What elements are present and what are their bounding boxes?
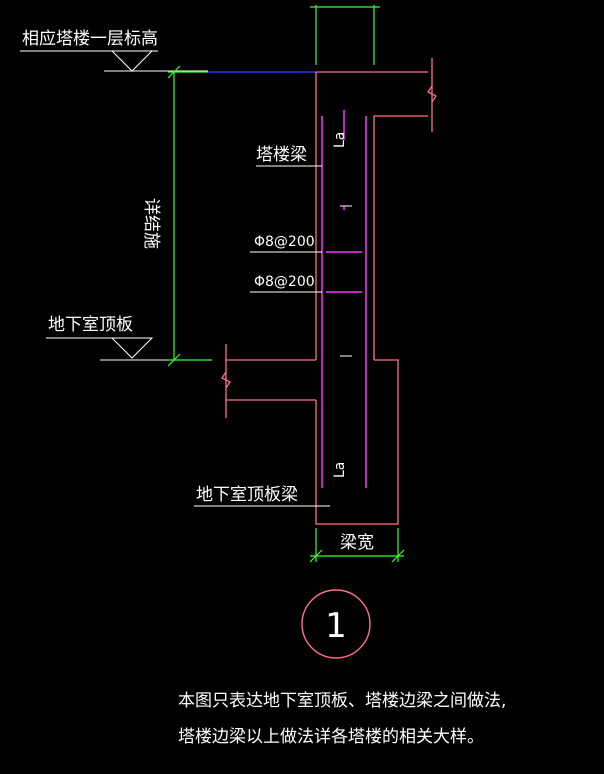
la-lower-label: La	[332, 462, 348, 478]
top-width-dimension	[310, 5, 380, 65]
height-dimension	[167, 65, 212, 367]
level-triangle-icon	[110, 50, 154, 72]
basement-roof-label: 地下室顶板	[48, 315, 133, 335]
level-triangle-icon	[110, 337, 154, 359]
stirrup-label-1: Φ8@200	[254, 234, 315, 250]
note-line-2: 塔楼边梁以上做法详各塔楼的相关大样。	[178, 727, 484, 747]
tower-beam-label: 塔楼梁	[256, 145, 307, 165]
height-dim-label: 详结施	[141, 198, 161, 249]
basement-roof-marker: 地下室顶板	[46, 315, 168, 361]
rebar	[321, 110, 367, 488]
stirrup-label-2: Φ8@200	[254, 274, 315, 290]
la-upper-label: La	[332, 132, 348, 148]
basement-roof-beam-label: 地下室顶板梁	[196, 485, 298, 505]
detail-number: 1	[325, 606, 347, 646]
top-level-marker: 相应塔楼一层标高	[20, 29, 316, 73]
note-line-1: 本图只表达地下室顶板、塔楼边梁之间做法,	[178, 691, 506, 711]
detail-circle	[301, 589, 371, 659]
beam-width-dimension	[309, 528, 405, 563]
concrete-outline	[221, 58, 437, 525]
top-level-label: 相应塔楼一层标高	[22, 29, 158, 49]
beam-width-label: 梁宽	[340, 533, 374, 553]
